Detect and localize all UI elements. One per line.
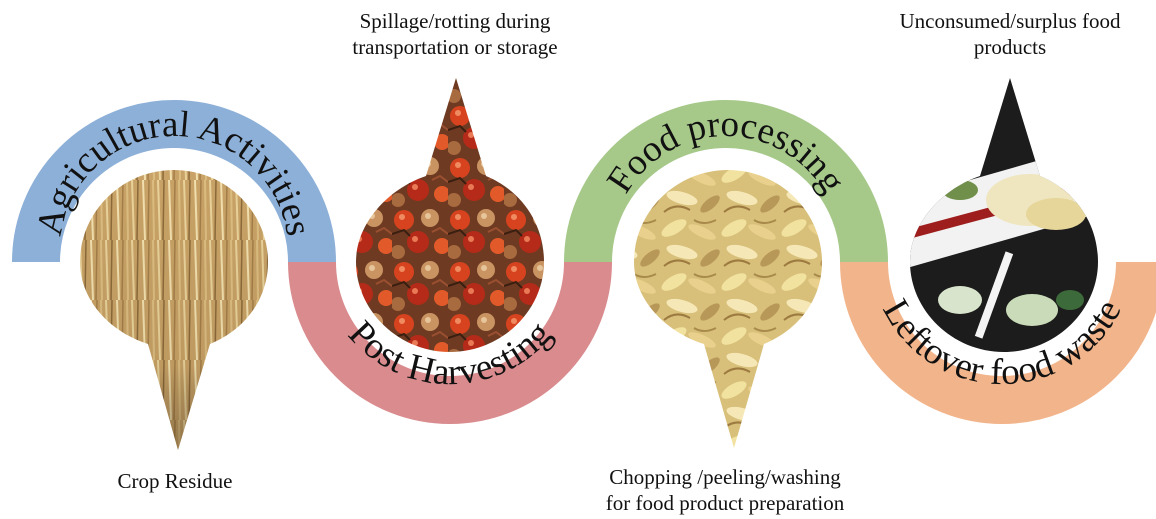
caption-spillage-line2: transportation or storage [305, 34, 605, 60]
caption-surplus-line1: Unconsumed/surplus food [860, 8, 1156, 34]
crop-residue-photo [80, 168, 268, 450]
caption-chopping-line1: Chopping /peeling/washing [560, 464, 890, 490]
caption-surplus-line2: products [860, 34, 1156, 60]
potato-peels-photo [634, 170, 822, 448]
leftover-food-photo [900, 70, 1110, 360]
caption-chopping: Chopping /peeling/washing for food produ… [560, 464, 890, 516]
caption-chopping-line2: for food product preparation [560, 490, 890, 516]
spillage-photo [356, 78, 544, 352]
caption-surplus: Unconsumed/surplus food products [860, 8, 1156, 60]
caption-spillage: Spillage/rotting during transportation o… [305, 8, 605, 60]
caption-spillage-line1: Spillage/rotting during [305, 8, 605, 34]
caption-crop-residue: Crop Residue [60, 468, 290, 494]
caption-crop-line1: Crop Residue [60, 468, 290, 494]
